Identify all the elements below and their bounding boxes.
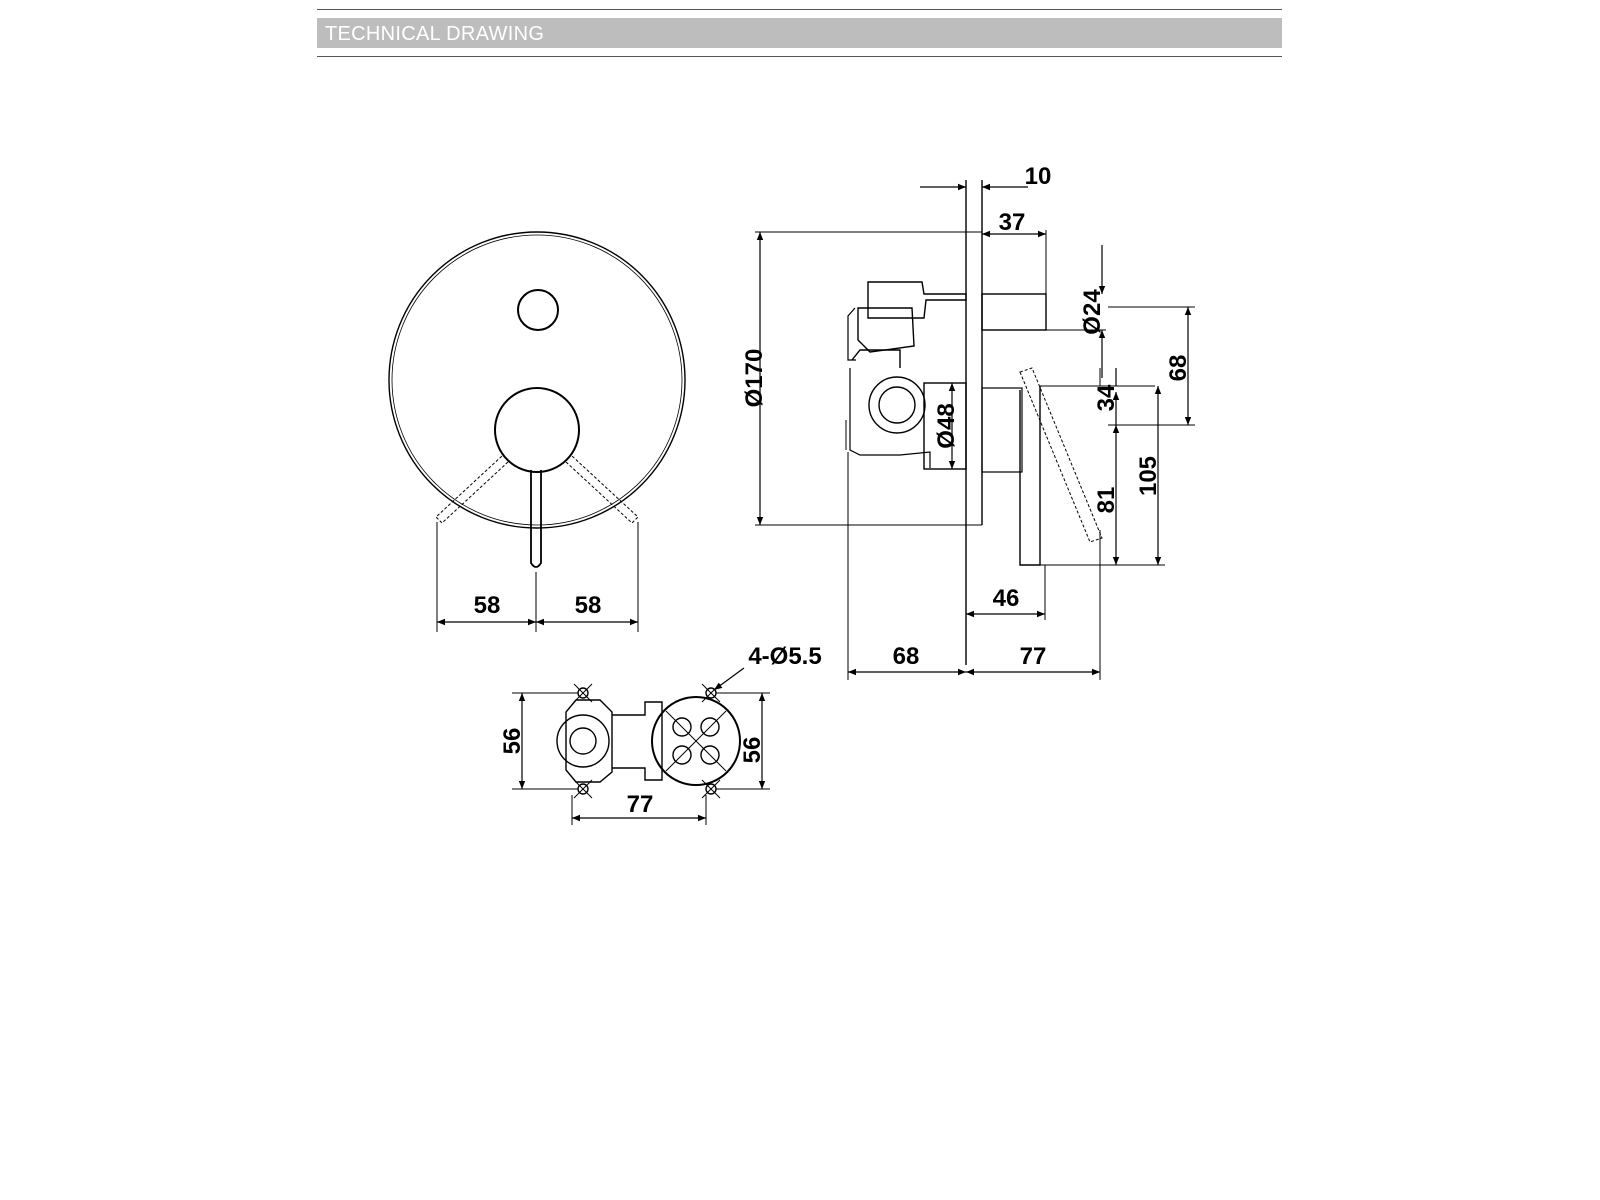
dim-plan-holes: 4-Ø5.5 bbox=[748, 643, 821, 670]
handle-hub-side bbox=[981, 387, 1023, 473]
dim-side-dia48: Ø48 bbox=[933, 403, 960, 448]
header-bar: TECHNICAL DRAWING bbox=[317, 18, 1282, 48]
dim-front-right: 58 bbox=[575, 592, 602, 619]
dim-plan-56-left: 56 bbox=[499, 728, 526, 755]
dim-side-34: 34 bbox=[1093, 384, 1120, 411]
dim-side-68-right: 68 bbox=[1165, 355, 1192, 382]
plan-diverter-body bbox=[565, 699, 613, 783]
handle-lever bbox=[530, 470, 542, 568]
plan-bridge bbox=[612, 701, 663, 781]
dim-side-46: 46 bbox=[993, 585, 1020, 612]
dim-front-left: 58 bbox=[474, 592, 501, 619]
side-view bbox=[755, 180, 1195, 680]
dim-side-81: 81 bbox=[1093, 487, 1120, 514]
plan-view bbox=[512, 667, 770, 825]
plan-port-3 bbox=[672, 745, 692, 765]
diverter-knob bbox=[517, 289, 559, 331]
dim-side-105: 105 bbox=[1135, 456, 1162, 496]
header-top-rule bbox=[317, 9, 1282, 10]
handle-hub bbox=[494, 387, 580, 473]
dim-side-dia170: Ø170 bbox=[741, 349, 768, 408]
dim-plan-56-right: 56 bbox=[739, 737, 766, 764]
cover-plate-inner bbox=[391, 234, 683, 526]
dim-side-dia24: Ø24 bbox=[1079, 289, 1106, 335]
front-view bbox=[388, 231, 686, 632]
diverter-body bbox=[867, 281, 967, 319]
plan-port-1 bbox=[672, 717, 692, 737]
plan-port-2 bbox=[700, 717, 720, 737]
plan-diverter-outer bbox=[556, 714, 610, 768]
header-title: TECHNICAL DRAWING bbox=[325, 23, 545, 45]
dim-side-68-bottom: 68 bbox=[893, 643, 920, 670]
plan-diverter-inner bbox=[569, 727, 597, 755]
valve-port-outer bbox=[868, 376, 926, 434]
header-bottom-rule bbox=[317, 56, 1282, 57]
valve-port-inner bbox=[878, 386, 916, 424]
lever-lifted-position bbox=[1019, 367, 1103, 543]
dim-plan-77: 77 bbox=[627, 791, 654, 818]
plan-mixer-body bbox=[651, 696, 741, 786]
cover-plate-outline bbox=[388, 231, 686, 529]
cartridge-housing bbox=[923, 382, 967, 470]
diverter-spindle bbox=[981, 293, 1047, 331]
dim-side-77-bottom: 77 bbox=[1020, 643, 1047, 670]
dim-side-10: 10 bbox=[1025, 163, 1052, 190]
handle-lever-side bbox=[1019, 386, 1041, 566]
dim-side-37: 37 bbox=[999, 209, 1026, 236]
valve-upper-body bbox=[857, 307, 915, 353]
plan-port-4 bbox=[700, 745, 720, 765]
